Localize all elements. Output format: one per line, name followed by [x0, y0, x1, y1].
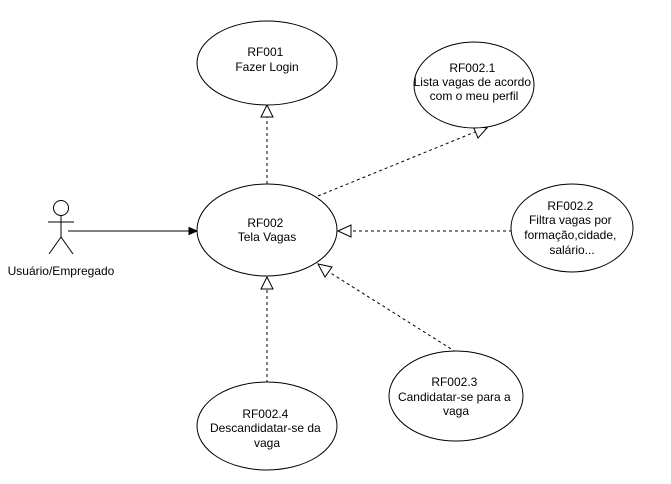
- use-case-rf001-title: Fazer Login: [235, 60, 298, 74]
- use-case-rf002-1-title-line1: Lista vagas de acordo: [414, 75, 532, 89]
- use-case-rf002-3-title-line2: vaga: [443, 404, 469, 418]
- relation-rf002-3-rf002-arrowhead: [317, 263, 333, 278]
- use-case-rf001-ellipse: [196, 20, 338, 106]
- use-case-rf002-3[interactable]: RF002.3 Candidatar-se para a vaga: [388, 350, 524, 442]
- use-case-rf002-1-title-line2: com o meu perfil: [430, 89, 519, 103]
- relation-rf002-2-rf002-arrowhead: [336, 224, 352, 238]
- use-case-rf002-3-title-line1: Candidatar-se para a: [398, 390, 511, 404]
- use-case-rf002-2[interactable]: RF002.2 Filtra vagas por formação,cidade…: [510, 183, 634, 273]
- actor-left-leg: [48, 236, 62, 255]
- use-case-rf002-ellipse: [196, 183, 338, 277]
- use-case-rf002-2-title-line3: salário...: [549, 243, 594, 257]
- use-case-rf002-2-label: RF002.2 Filtra vagas por formação,cidade…: [524, 199, 619, 257]
- use-case-rf002-1-label: RF002.1 Lista vagas de acordo com o meu …: [414, 61, 535, 103]
- use-case-rf002-title: Tela Vagas: [238, 230, 296, 244]
- use-case-rf001-id: RF001: [247, 45, 283, 59]
- use-case-rf002-1[interactable]: RF002.1 Lista vagas de acordo com o meu …: [413, 41, 535, 129]
- relation-rf002-3-rf002[interactable]: [328, 271, 457, 353]
- use-case-rf001[interactable]: RF001 Fazer Login: [196, 20, 338, 106]
- relation-rf002-4-rf002-arrowhead: [260, 275, 274, 290]
- use-case-rf002-1-id: RF002.1: [449, 61, 495, 75]
- relation-rf002-rf002-1[interactable]: [317, 131, 476, 197]
- use-case-rf002-id: RF002: [247, 216, 283, 230]
- actor-head: [53, 200, 69, 216]
- connectors: [68, 103, 512, 383]
- use-case-rf002[interactable]: RF002 Tela Vagas: [196, 183, 338, 277]
- use-case-rf002-3-ellipse: [388, 350, 524, 442]
- association-arrowhead: [188, 226, 199, 236]
- actor-usuario-empregado[interactable]: Usuário/Empregado: [8, 200, 115, 279]
- use-case-rf002-2-title-line1: Filtra vagas por: [529, 213, 612, 227]
- use-case-rf002-1-ellipse: [413, 41, 535, 129]
- use-case-rf002-3-label: RF002.3 Candidatar-se para a vaga: [398, 375, 514, 418]
- use-case-rf001-label: RF001 Fazer Login: [235, 45, 298, 74]
- relation-rf002-rf001-arrowhead: [260, 103, 274, 118]
- actor-right-leg: [60, 236, 74, 255]
- use-case-rf002-2-id: RF002.2: [547, 199, 593, 213]
- use-case-rf002-4-id: RF002.4: [242, 407, 288, 421]
- use-case-rf002-4-title-line2: vaga: [254, 436, 280, 450]
- use-case-rf002-3-id: RF002.3: [431, 375, 477, 389]
- use-case-rf002-4-title-line1: Descandidatar-se da: [210, 421, 321, 435]
- use-case-rf002-label: RF002 Tela Vagas: [238, 216, 296, 244]
- use-case-rf002-4[interactable]: RF002.4 Descandidatar-se da vaga: [196, 381, 338, 471]
- actor-label: Usuário/Empregado: [8, 264, 115, 278]
- use-case-rf002-2-title-line2: formação,cidade,: [524, 228, 616, 242]
- use-case-rf002-4-ellipse: [196, 381, 338, 471]
- use-case-rf002-4-label: RF002.4 Descandidatar-se da vaga: [210, 407, 324, 450]
- use-case-rf002-2-ellipse: [510, 183, 634, 273]
